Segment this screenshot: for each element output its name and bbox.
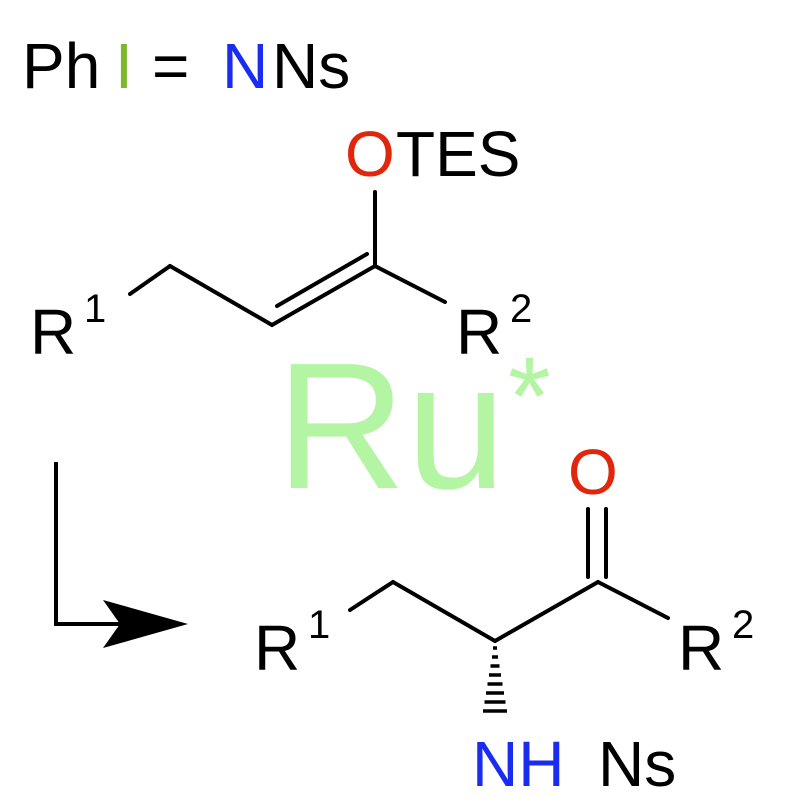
reagent-ph-label: Ph: [22, 30, 100, 102]
product-oxygen-label: O: [568, 436, 618, 508]
sm-r2-symbol: R: [456, 296, 502, 368]
product: O R 1 R 2 NH Ns: [254, 436, 754, 800]
starting-material: O TES R 1 R 2: [30, 118, 532, 368]
product-r1-index: 1: [308, 603, 330, 647]
product-r1-symbol: R: [254, 612, 300, 684]
reagent-double-bond-label: =: [152, 30, 189, 102]
arrow-shaft: [54, 462, 120, 626]
reagent-ns-label: Ns: [272, 30, 350, 102]
reaction-arrow: [54, 462, 188, 648]
sm-r2-index: 2: [510, 287, 532, 331]
product-bonds: [348, 507, 670, 643]
reagent-formula: Ph I = N Ns: [22, 30, 350, 102]
bond-r1-ch2: [128, 264, 172, 296]
sm-r1-symbol: R: [30, 296, 76, 368]
hashed-wedge-bond: [483, 646, 507, 713]
bond-ch-carbonyl: [493, 580, 600, 643]
product-ns-label: Ns: [598, 728, 676, 800]
reagent-nitrogen-label: N: [222, 30, 268, 102]
catalyst: Ru *: [276, 326, 551, 527]
sm-r1-index: 1: [84, 287, 106, 331]
bond-ch-c-double-inner: [275, 252, 369, 308]
catalyst-star-label: *: [508, 335, 551, 458]
bond-carbonyl-r2: [596, 580, 670, 620]
product-r2-index: 2: [732, 603, 754, 647]
starting-material-bonds: [128, 190, 447, 327]
reagent-iodine-label: I: [115, 30, 133, 102]
bond-ch2-ch: [168, 264, 274, 327]
bond-ch-c-double-outer: [270, 264, 377, 327]
sm-tes-label: TES: [396, 118, 520, 190]
product-nh-label: NH: [472, 728, 564, 800]
sm-oxygen-label: O: [345, 118, 395, 190]
arrow-head: [103, 600, 188, 648]
bond-ch2-ch: [391, 580, 497, 643]
catalyst-metal-label: Ru: [276, 326, 506, 527]
product-r2-symbol: R: [678, 612, 724, 684]
starting-material-labels: O TES R 1 R 2: [30, 118, 532, 368]
bond-r1-ch2: [348, 580, 395, 612]
bond-c-r2: [373, 264, 447, 304]
product-labels: O R 1 R 2 NH Ns: [254, 436, 754, 800]
